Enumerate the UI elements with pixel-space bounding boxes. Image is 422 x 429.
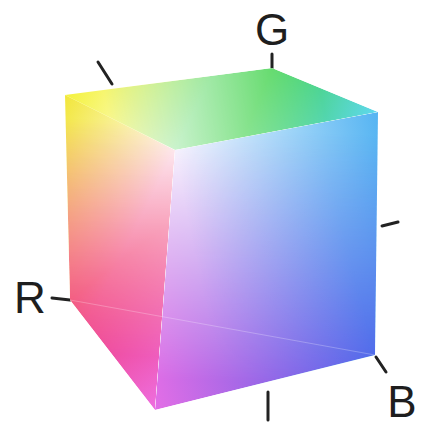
axis-tick — [52, 54, 398, 420]
axis-label: R — [14, 276, 46, 320]
cube-faces — [65, 68, 378, 410]
axis-label: B — [387, 380, 416, 424]
axis-label: G — [255, 8, 289, 52]
